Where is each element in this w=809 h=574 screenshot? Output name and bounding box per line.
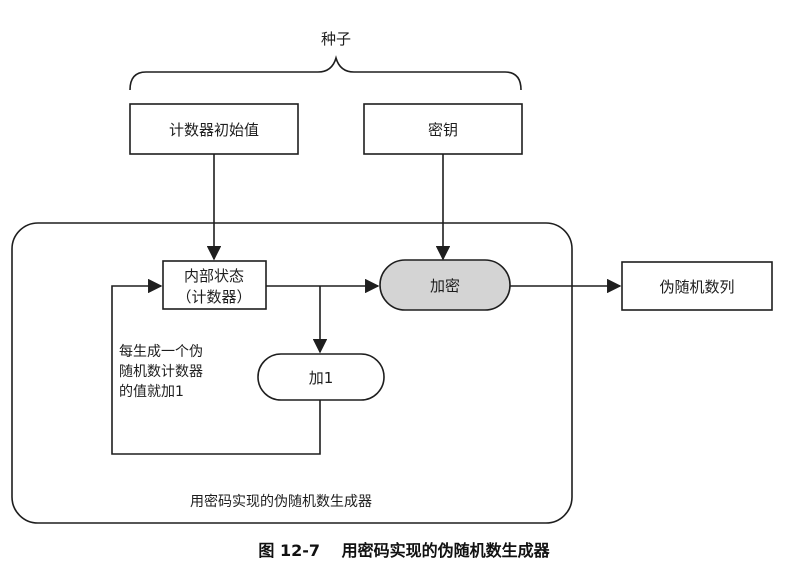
key-label: 密钥	[428, 121, 458, 139]
output-label: 伪随机数列	[659, 278, 734, 296]
internal-state-line2: （计数器）	[176, 288, 251, 306]
key-box	[363, 103, 523, 155]
note-line1: 每生成一个伪	[119, 344, 203, 360]
seed-brace	[129, 55, 522, 91]
internal-state-line1: 内部状态	[184, 267, 244, 285]
output-box	[621, 261, 773, 311]
container-label: 用密码实现的伪随机数生成器	[190, 493, 372, 510]
note-line2: 随机数计数器	[119, 364, 203, 380]
seed-label: 种子	[321, 30, 351, 48]
figure-title: 用密码实现的伪随机数生成器	[342, 541, 551, 560]
counter-init-box	[129, 103, 299, 155]
figure-number: 图 12-7	[258, 541, 320, 560]
increment-label: 加1	[309, 369, 334, 387]
internal-state-box	[162, 260, 267, 310]
note-line3: 的值就加1	[119, 384, 184, 400]
encrypt-label: 加密	[430, 277, 460, 295]
increment-node	[257, 353, 385, 401]
arrow-feedback-loop	[111, 278, 321, 455]
encrypt-node	[379, 259, 511, 311]
figure-caption: 图 12-7 用密码实现的伪随机数生成器	[258, 541, 550, 560]
counter-init-label: 计数器初始值	[169, 121, 259, 139]
